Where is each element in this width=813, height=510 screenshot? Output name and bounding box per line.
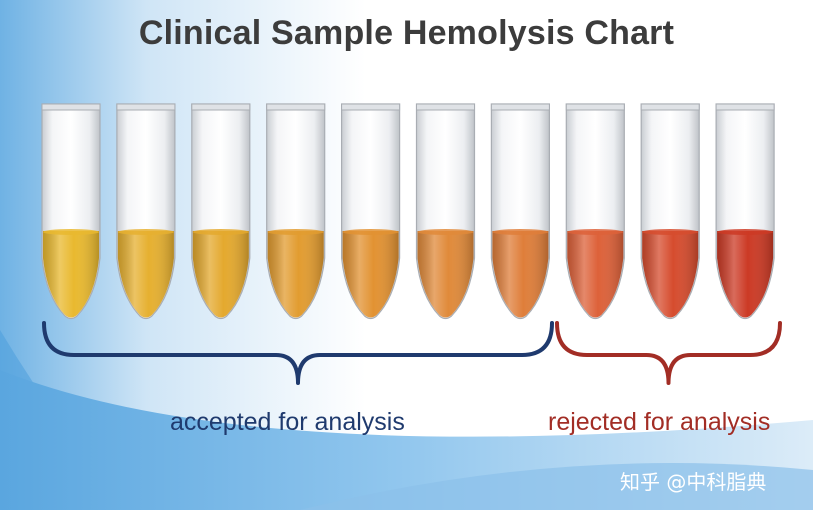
- tube-rim: [715, 103, 775, 111]
- tube-liquid-shade: [417, 231, 474, 318]
- tube-liquid-shade: [117, 231, 174, 318]
- tube-liquid-shade: [492, 231, 549, 318]
- tube-liquid-shade: [567, 231, 624, 318]
- tube-meniscus: [567, 229, 624, 235]
- tube-1: [41, 103, 101, 320]
- tube-rim: [640, 103, 700, 111]
- tube-rim: [416, 103, 475, 111]
- tube-7: [490, 103, 550, 320]
- tube-meniscus: [267, 229, 324, 235]
- tube-rim: [490, 103, 550, 111]
- accepted-label: accepted for analysis: [170, 408, 405, 436]
- tube-9: [640, 103, 700, 320]
- tube-rim: [41, 103, 101, 111]
- tube-rim: [266, 103, 326, 111]
- watermark: 知乎 @中科脂典: [620, 470, 767, 494]
- tube-liquid-shade: [43, 231, 99, 318]
- tube-rim: [116, 103, 176, 111]
- tube-3: [191, 103, 251, 320]
- tube-meniscus: [417, 229, 474, 235]
- tube-rim: [341, 103, 401, 111]
- chart-title: Clinical Sample Hemolysis Chart: [138, 14, 675, 52]
- tube-liquid-shade: [267, 231, 324, 318]
- tube-meniscus: [192, 229, 249, 235]
- tube-meniscus: [117, 229, 174, 235]
- tube-10: [715, 103, 775, 320]
- accepted-brace: [42, 321, 554, 385]
- tube-meniscus: [642, 229, 699, 235]
- tube-4: [266, 103, 326, 320]
- rejected-label: rejected for analysis: [548, 408, 771, 436]
- tube-rim: [191, 103, 251, 111]
- tube-meniscus: [342, 229, 399, 235]
- tube-2: [116, 103, 176, 320]
- tube-liquid-shade: [717, 231, 774, 318]
- tube-meniscus: [492, 229, 549, 235]
- tube-meniscus: [43, 229, 99, 235]
- tube-meniscus: [717, 229, 774, 235]
- tube-rim: [565, 103, 625, 111]
- tube-liquid-shade: [642, 231, 699, 318]
- tube-liquid-shade: [192, 231, 249, 318]
- rejected-brace: [555, 321, 782, 385]
- tube-6: [415, 103, 476, 320]
- tube-5: [341, 103, 401, 320]
- tube-liquid-shade: [342, 231, 399, 318]
- tube-8: [565, 103, 625, 320]
